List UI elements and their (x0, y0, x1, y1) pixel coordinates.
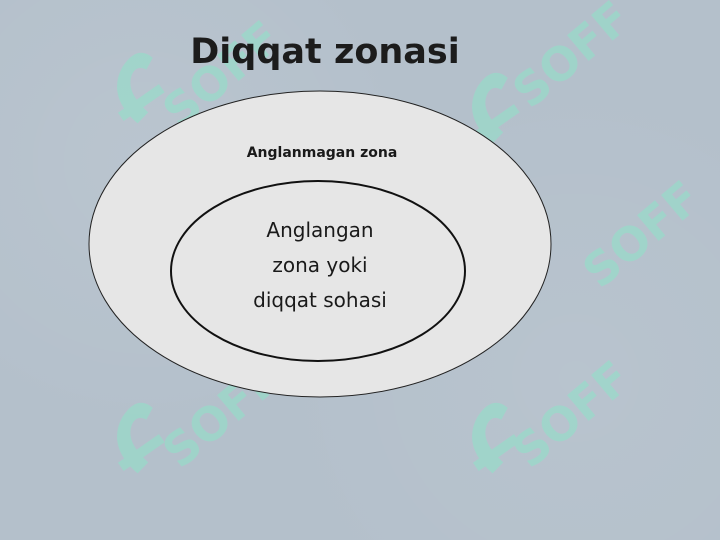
inner-zone-line: zona yoki (272, 253, 368, 277)
inner-zone-line: diqqat sohasi (253, 288, 387, 312)
inner-zone-ellipse (170, 180, 466, 362)
outer-zone-label: Anglanmagan zona (246, 145, 398, 161)
inner-zone-line: Anglangan (266, 218, 374, 242)
inner-zone-label: Anglangan zona yoki diqqat sohasi (200, 213, 440, 318)
page-title: Diqqat zonasi (190, 32, 460, 72)
